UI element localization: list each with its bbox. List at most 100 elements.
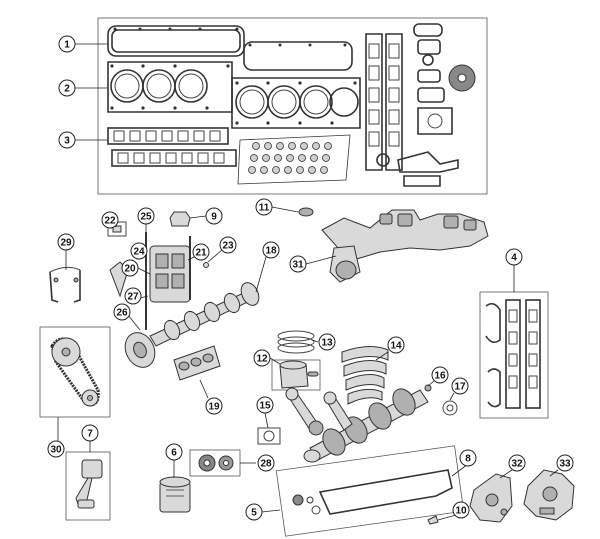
oil-pan-gasket-frame [275,445,465,537]
svg-text:25: 25 [140,212,152,223]
svg-text:28: 28 [260,459,272,470]
svg-text:32: 32 [511,459,523,470]
callout-9: 9 [205,207,223,225]
svg-text:3: 3 [64,136,70,147]
callout-26: 26 [113,303,131,321]
callout-4: 4 [505,248,523,266]
front-rear-seals [198,454,234,472]
callout-25: 25 [137,207,155,225]
valve-cover-gaskets [107,25,353,71]
callout-15: 15 [256,396,274,414]
callout-27: 27 [124,287,142,305]
callout-17: 17 [451,377,469,395]
svg-text:19: 19 [208,402,220,413]
callout-21: 21 [192,243,210,261]
timing-cover-gasket [49,266,81,303]
svg-text:12: 12 [256,354,268,365]
connecting-rods [285,387,353,436]
svg-text:4: 4 [511,253,517,264]
seal-17-inner [446,404,454,412]
callout-12: 12 [253,349,271,367]
valve-stem-seals [237,134,351,185]
callout-30: 30 [47,440,65,458]
callout-29: 29 [57,233,75,251]
rod-bearing-box [257,427,281,445]
oil-pump-frame [65,451,111,521]
timing-set-frame [39,326,111,418]
svg-text:7: 7 [87,429,93,440]
svg-text:22: 22 [104,216,116,227]
cylinder-head-assembly [107,221,209,330]
intake-gaskets [107,127,237,167]
piston [279,360,319,389]
main-bearings [341,346,389,405]
oil-filler-cap [169,211,191,227]
oil-pan-gaskets [292,469,453,515]
svg-text:31: 31 [292,260,304,271]
engine-mount-right [523,469,575,521]
svg-text:26: 26 [116,308,128,319]
drain-plug [427,515,439,525]
callout-11: 11 [255,198,273,216]
callout-33: 33 [556,454,574,472]
svg-text:5: 5 [251,508,257,519]
callout-10: 10 [452,501,470,519]
exhaust-gasket-11 [298,207,314,217]
callout-28: 28 [257,454,275,472]
svg-text:16: 16 [434,371,446,382]
svg-text:11: 11 [259,203,270,214]
callout-6: 6 [165,443,183,461]
svg-text:15: 15 [259,401,271,412]
seal-17 [442,400,458,416]
plug-16 [424,384,432,392]
oil-filter [159,476,191,513]
timing-chain-set [50,337,100,407]
callout-19: 19 [205,397,223,415]
svg-text:24: 24 [133,247,145,258]
callout-23: 23 [219,236,237,254]
gasket-set-frame [97,17,488,195]
valve-cover-gasket-set [485,299,541,409]
crankshaft [303,388,429,463]
oil-pump [75,459,103,509]
svg-text:21: 21 [195,248,207,259]
exhaust-manifold [321,209,489,283]
svg-text:33: 33 [559,459,571,470]
leader-lines [57,206,559,521]
callout-5: 5 [245,503,263,521]
cam-bearings [173,345,221,381]
engine-mount-left [469,473,513,523]
svg-text:8: 8 [465,454,471,465]
callout-7: 7 [81,424,99,442]
callout-2: 2 [58,79,76,97]
callout-32: 32 [508,454,526,472]
head-gaskets [107,61,361,129]
callout-8: 8 [459,449,477,467]
svg-text:10: 10 [455,506,467,517]
valve-cover-gasket-frame [479,291,549,419]
callout-1: 1 [58,35,76,53]
svg-text:2: 2 [64,84,70,95]
callout-31: 31 [289,255,307,273]
callout-20: 20 [121,259,139,277]
svg-text:6: 6 [171,448,177,459]
callout-13: 13 [318,333,336,351]
svg-text:30: 30 [50,445,62,456]
callout-22: 22 [101,211,119,229]
svg-text:13: 13 [321,338,333,349]
piston-ring-set [277,330,315,354]
camshaft [124,282,260,368]
callout-18: 18 [262,241,280,259]
svg-text:14: 14 [390,341,402,352]
misc-gaskets [365,23,476,187]
callout-3: 3 [58,131,76,149]
callout-14: 14 [387,336,405,354]
svg-text:18: 18 [265,246,277,257]
svg-text:17: 17 [454,382,466,393]
svg-text:9: 9 [211,212,217,223]
svg-text:23: 23 [222,241,234,252]
callout-24: 24 [130,242,148,260]
svg-text:27: 27 [127,292,139,303]
